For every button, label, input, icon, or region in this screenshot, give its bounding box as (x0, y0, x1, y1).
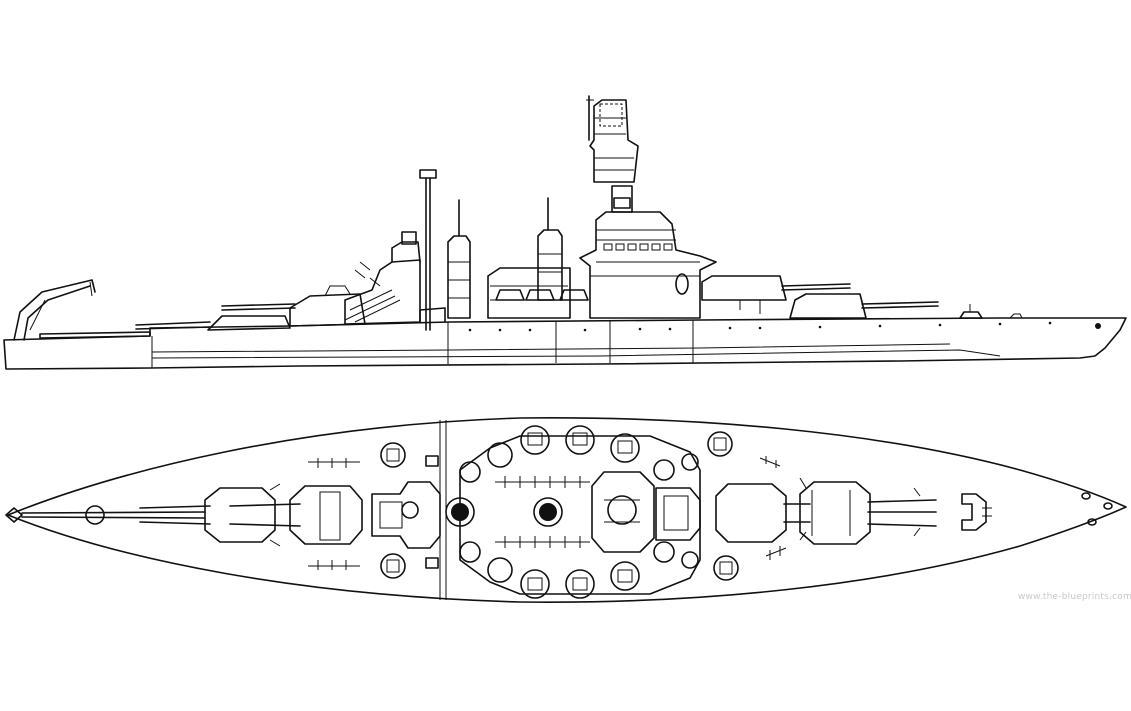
plan-superstructure (459, 435, 701, 595)
watermark-text: www.the-blueprints.com (1018, 592, 1131, 602)
plan-secondary-mounts-aft (380, 442, 406, 579)
plan-fore-turret-low (799, 481, 871, 545)
side-hull (3, 317, 1127, 370)
plan-funnel-aft (445, 497, 475, 527)
side-aft-turret-low (207, 315, 291, 331)
plan-fore-turret-high (715, 483, 787, 543)
side-profile-view (3, 95, 1127, 370)
side-fore-turret-high (701, 275, 787, 301)
side-aft-turret-high (289, 293, 366, 327)
side-fore-turret-low (789, 293, 867, 319)
plan-funnel-fore (533, 497, 563, 527)
top-plan-view (5, 417, 1127, 603)
side-funnel-fore (537, 229, 563, 301)
plan-secondary-mounts-fore (707, 431, 739, 581)
plan-deck (7, 417, 1127, 603)
plan-secondary-mounts-mid (459, 425, 640, 599)
side-bridge (579, 211, 717, 319)
plan-aft-turret-low (204, 487, 276, 543)
plan-aft-turret-high (289, 485, 363, 545)
side-funnel-aft (447, 235, 471, 319)
